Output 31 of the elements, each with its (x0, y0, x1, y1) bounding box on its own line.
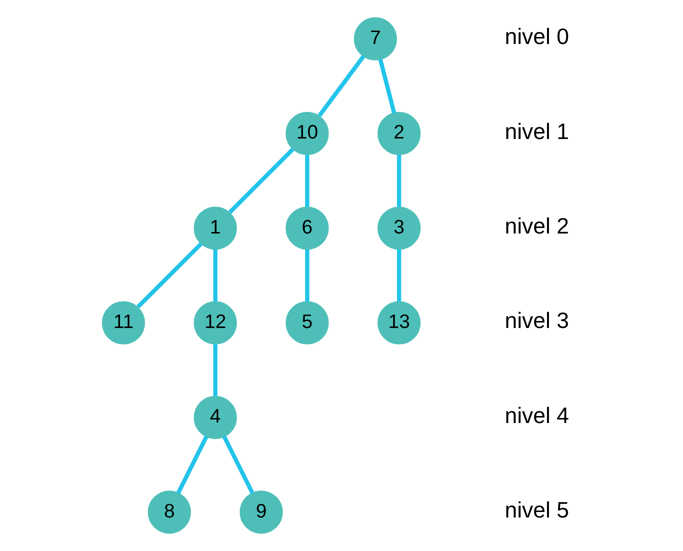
label: nivel 5 (504, 497, 569, 522)
label: nivel 1 (504, 118, 569, 144)
node-circle: 9 (239, 490, 282, 534)
connector (136, 242, 202, 308)
node-circle: 8 (147, 490, 190, 534)
node-circle: 5 (285, 301, 328, 344)
node-circle: 10 (285, 112, 328, 156)
label: nivel 4 (504, 402, 569, 428)
label: nivel 3 (504, 308, 569, 334)
label: nivel 0 (504, 24, 569, 50)
connector (176, 436, 208, 494)
node-circle: 2 (377, 112, 420, 156)
node-circle: 4 (193, 396, 236, 440)
node-circle: 6 (285, 206, 328, 250)
node-circle: 12 (193, 301, 236, 344)
connector (212, 344, 217, 396)
node-circle: 1 (193, 206, 236, 250)
connector (228, 148, 294, 214)
node-circle: 3 (377, 206, 420, 250)
node-circle: 11 (101, 301, 145, 344)
connector (317, 55, 365, 117)
node-circle: 7 (353, 17, 396, 60)
connector (304, 154, 309, 207)
connector (396, 250, 401, 302)
connector (222, 436, 254, 494)
connector (396, 154, 401, 207)
label: nivel 2 (504, 213, 569, 238)
connector (378, 58, 396, 114)
node-circle: 13 (377, 301, 420, 344)
connector (304, 250, 309, 302)
connector (212, 250, 217, 302)
